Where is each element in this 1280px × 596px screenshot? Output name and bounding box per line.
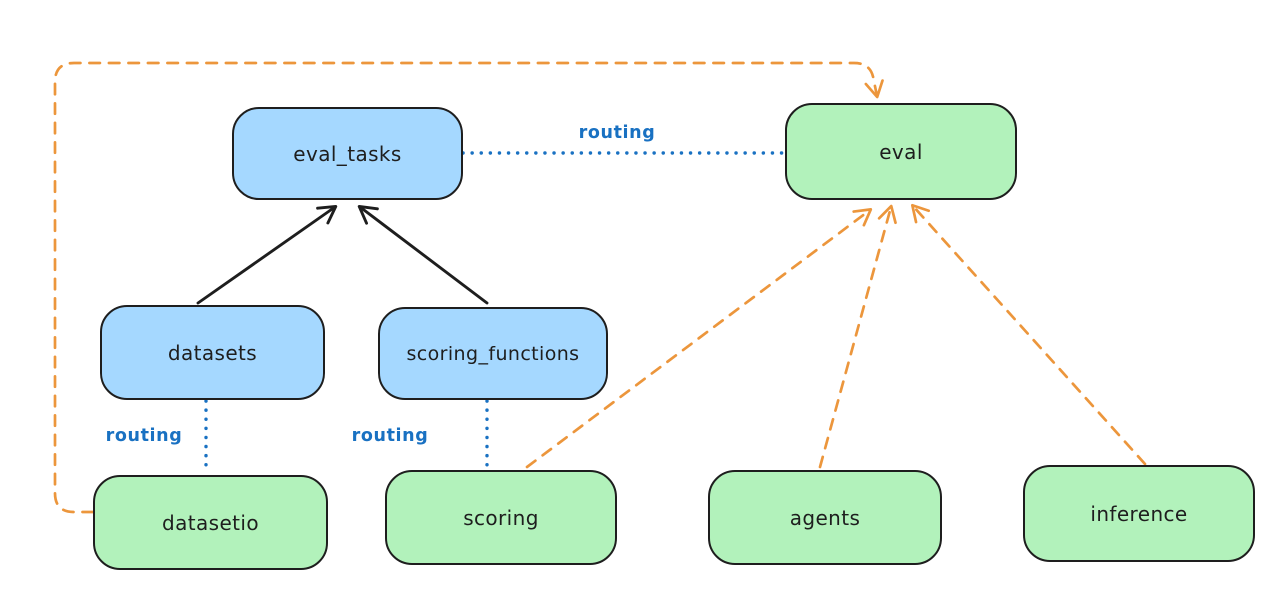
- edge-label-routing-datasets-datasetio: routing: [105, 426, 183, 446]
- node-eval-tasks[interactable]: eval_tasks: [232, 107, 463, 200]
- node-label: datasetio: [161, 510, 259, 535]
- connector-inference-eval-arrow: [910, 203, 1147, 466]
- node-agents[interactable]: agents: [708, 470, 942, 565]
- node-label: scoring_functions: [406, 342, 580, 365]
- node-inference[interactable]: inference: [1023, 465, 1255, 562]
- node-label: eval: [879, 139, 923, 164]
- node-scoring[interactable]: scoring: [385, 470, 617, 565]
- node-scoring-functions[interactable]: scoring_functions: [378, 307, 608, 400]
- node-label: datasets: [167, 340, 258, 365]
- connector-agents-eval-arrow: [818, 204, 897, 469]
- node-label: scoring: [463, 505, 539, 530]
- node-eval[interactable]: eval: [785, 103, 1017, 200]
- node-datasetio[interactable]: datasetio: [93, 475, 328, 570]
- node-datasets[interactable]: datasets: [100, 305, 325, 400]
- node-label: agents: [789, 505, 861, 530]
- connector-datasetio-eval-arrow: [53, 61, 884, 514]
- connector-scoringfunctions-evaltasks-arrow: [357, 204, 489, 305]
- edge-label-routing-evaltasks-eval: routing: [578, 123, 656, 143]
- connector-scoring-eval-arrow: [525, 208, 873, 469]
- node-label: eval_tasks: [293, 141, 402, 166]
- edge-label-routing-scoringfunctions-scoring: routing: [351, 426, 429, 446]
- node-label: inference: [1090, 501, 1188, 526]
- connector-datasets-evaltasks-arrow: [196, 204, 338, 305]
